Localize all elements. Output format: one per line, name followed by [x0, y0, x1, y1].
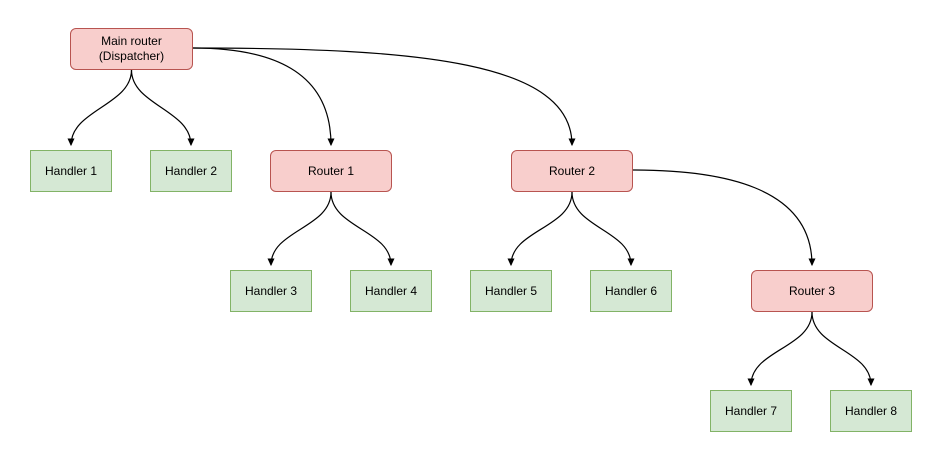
node-label-main-router: Main router (Dispatcher) — [98, 34, 165, 63]
node-label-router-1: Router 1 — [307, 163, 355, 178]
node-label-handler-5: Handler 5 — [484, 283, 538, 298]
node-router-2[interactable]: Router 2 — [511, 150, 633, 192]
edge-router-2-to-handler-6 — [571, 191, 635, 267]
edge-router-1-to-handler-4 — [330, 191, 395, 267]
edge-main-to-handler-1 — [67, 69, 133, 147]
node-handler-1[interactable]: Handler 1 — [30, 150, 112, 192]
node-main-router[interactable]: Main router (Dispatcher) — [70, 28, 193, 70]
edge-main-to-router-1 — [192, 47, 335, 147]
node-label-router-2: Router 2 — [548, 163, 596, 178]
node-label-handler-7: Handler 7 — [724, 403, 778, 418]
node-handler-3[interactable]: Handler 3 — [230, 270, 312, 312]
node-handler-6[interactable]: Handler 6 — [590, 270, 672, 312]
edge-router-2-to-router-3 — [632, 169, 816, 267]
node-label-handler-2: Handler 2 — [164, 163, 218, 178]
edge-main-to-handler-2 — [130, 69, 195, 147]
node-handler-7[interactable]: Handler 7 — [710, 390, 792, 432]
node-handler-8[interactable]: Handler 8 — [830, 390, 912, 432]
node-label-router-3: Router 3 — [788, 283, 836, 298]
edges-group — [67, 47, 875, 387]
edge-router-2-to-handler-5 — [507, 191, 573, 267]
node-label-handler-6: Handler 6 — [604, 283, 658, 298]
edge-router-1-to-handler-3 — [267, 191, 332, 267]
node-router-1[interactable]: Router 1 — [270, 150, 392, 192]
node-handler-5[interactable]: Handler 5 — [470, 270, 552, 312]
node-router-3[interactable]: Router 3 — [751, 270, 873, 312]
node-label-handler-1: Handler 1 — [44, 163, 98, 178]
node-label-handler-3: Handler 3 — [244, 283, 298, 298]
edge-main-to-router-2 — [192, 47, 576, 147]
node-handler-4[interactable]: Handler 4 — [350, 270, 432, 312]
edge-router-3-to-handler-7 — [747, 311, 813, 387]
node-label-handler-8: Handler 8 — [844, 403, 898, 418]
node-handler-2[interactable]: Handler 2 — [150, 150, 232, 192]
edge-router-3-to-handler-8 — [811, 311, 875, 387]
node-label-handler-4: Handler 4 — [364, 283, 418, 298]
